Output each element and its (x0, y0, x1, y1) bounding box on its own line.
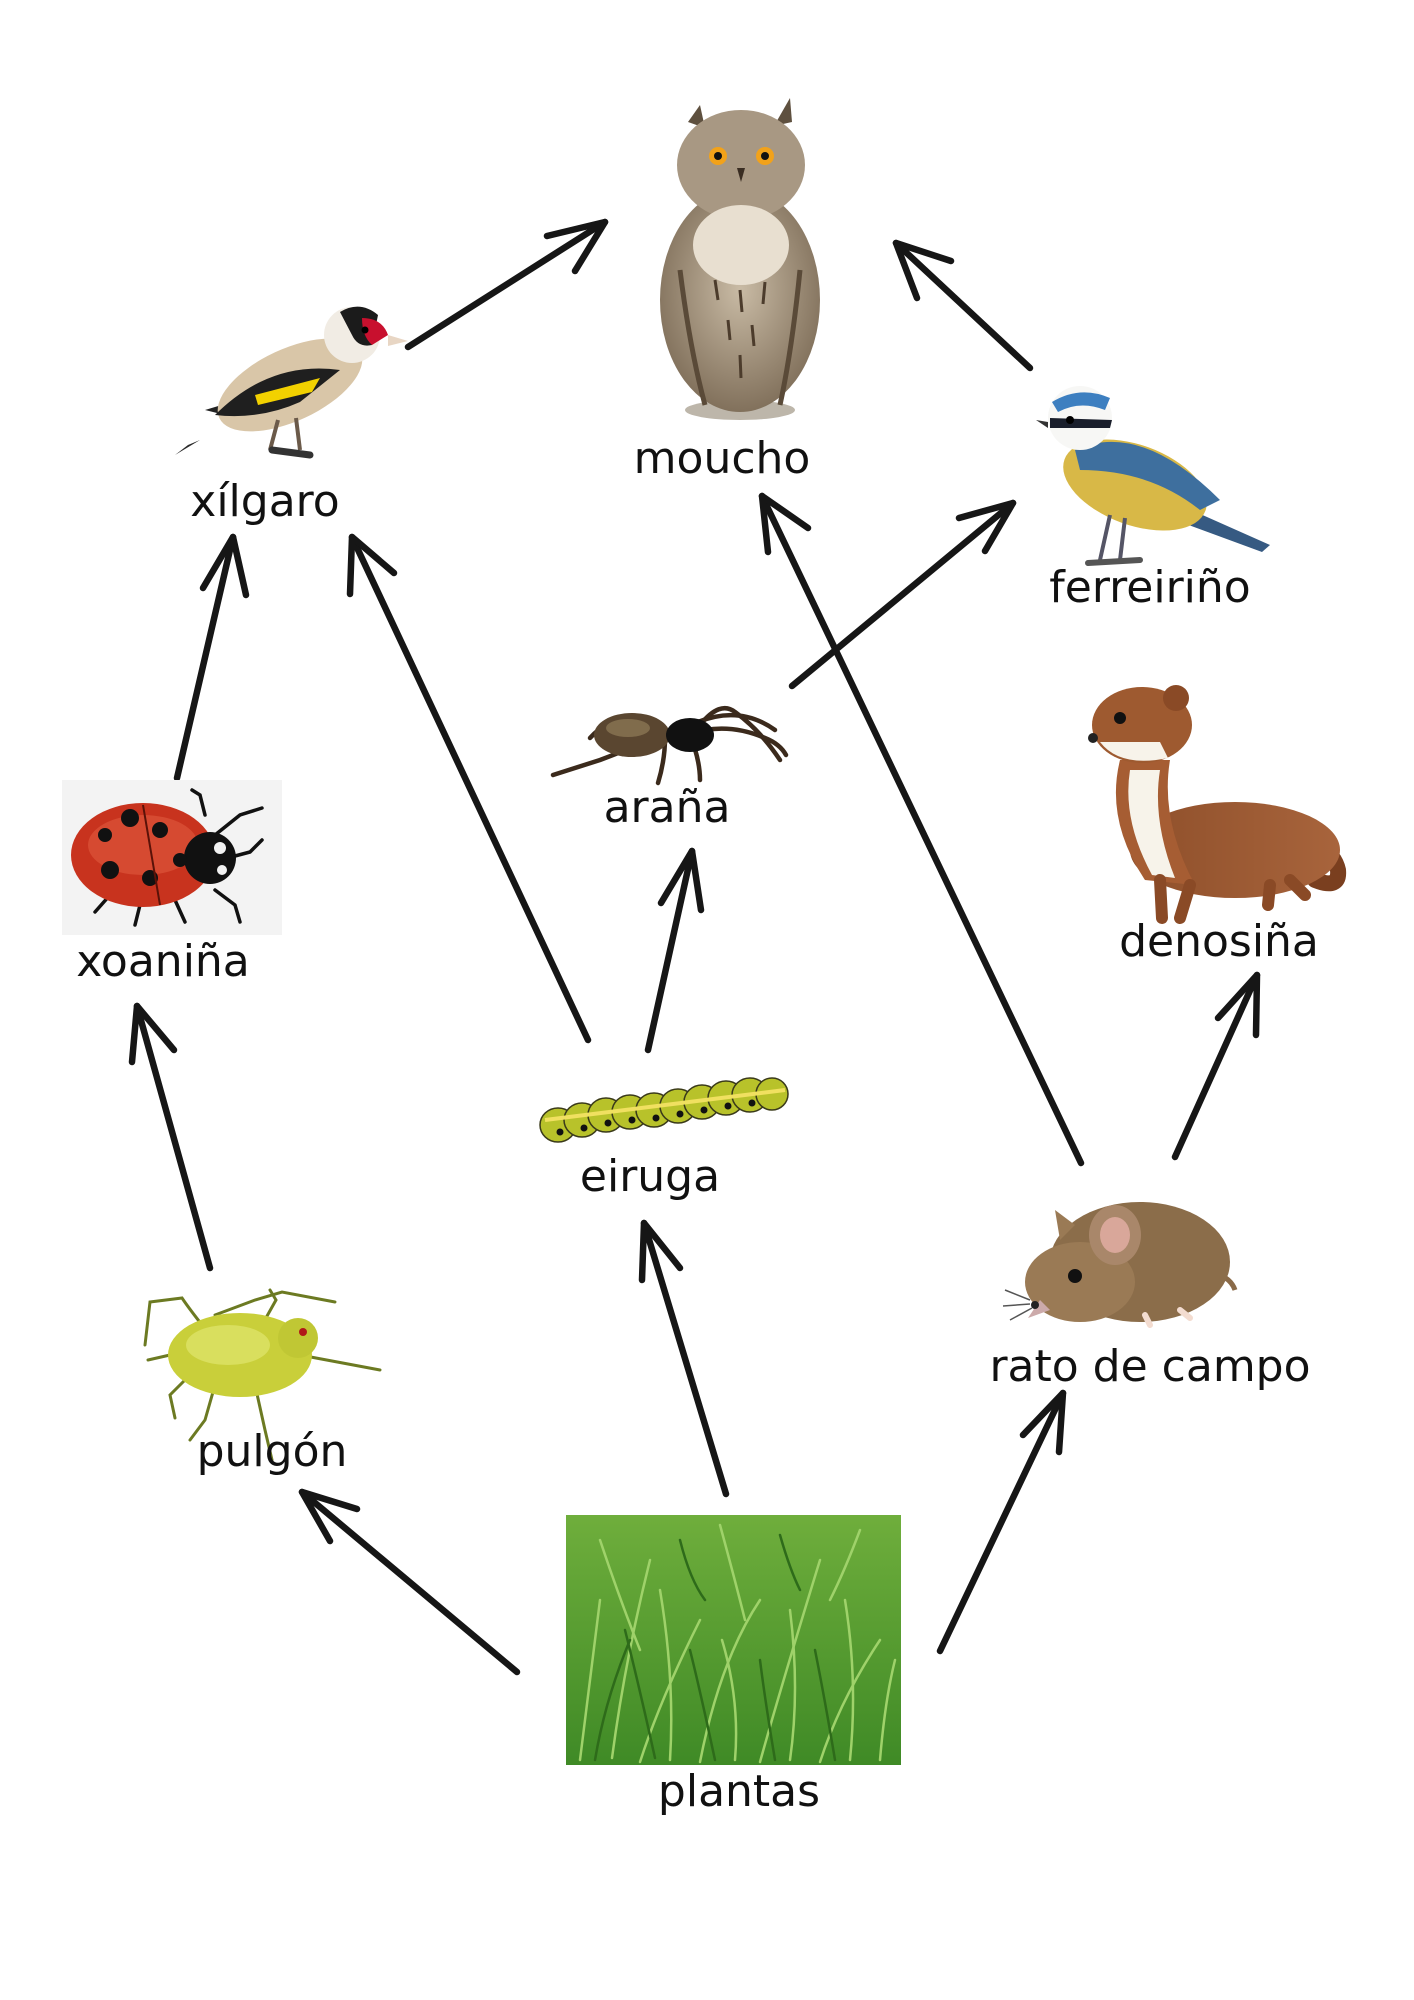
blue-tit-icon (1036, 386, 1270, 566)
goldfinch-icon (175, 306, 408, 459)
grass-icon (566, 1515, 901, 1765)
label-pulgon: pulgón (196, 1426, 348, 1477)
arrow-plantas-to-pulgon (298, 1488, 521, 1676)
label-plantas: plantas (657, 1766, 821, 1817)
label-denosina: denosiña (1119, 916, 1319, 967)
field-mouse-icon (1002, 1202, 1238, 1328)
label-moucho: moucho (633, 433, 811, 484)
spider-icon (550, 705, 789, 786)
label-eiruga: eiruga (579, 1151, 721, 1202)
ladybug-icon (62, 780, 282, 935)
label-xilgaro: xílgaro (190, 476, 340, 527)
owl-icon (660, 98, 820, 420)
arrow-arana-to-ferreirino (788, 499, 1017, 690)
arrow-xoanina-to-xilgaro (173, 533, 250, 782)
arrow-rato-to-moucho (758, 492, 1085, 1167)
arrow-plantas-to-rato (936, 1389, 1067, 1655)
arrow-pulgon-to-xoanina (128, 1002, 214, 1272)
label-rato: rato de campo (989, 1341, 1311, 1392)
arrow-eiruga-to-xilgaro (346, 533, 592, 1044)
weasel-icon (1088, 685, 1347, 924)
label-xoanina: xoaniña (76, 936, 250, 987)
arrow-ferreirino-to-moucho (892, 239, 1034, 372)
arrow-eiruga-to-arana (644, 847, 705, 1054)
aphid-icon (143, 1288, 382, 1462)
arrow-rato-to-denosina (1171, 971, 1261, 1161)
arrow-xilgaro-to-moucho (404, 218, 609, 351)
label-ferreirino: ferreiriño (1049, 562, 1251, 613)
arrow-plantas-to-eiruga (638, 1219, 730, 1498)
caterpillar-icon (539, 1077, 789, 1143)
label-arana: araña (603, 782, 731, 833)
